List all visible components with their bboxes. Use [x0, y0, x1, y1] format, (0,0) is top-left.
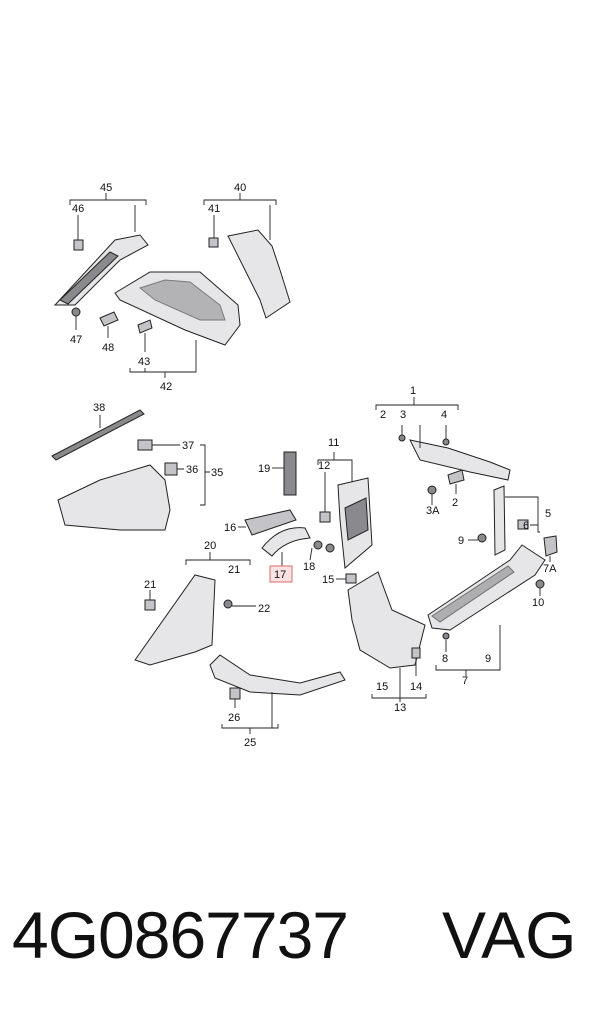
callout-19: 19 — [258, 463, 270, 475]
callout-7A: 7A — [543, 563, 557, 575]
c-pillar-trim-35 — [57, 464, 171, 531]
callout-36: 36 — [186, 464, 198, 476]
callout-46: 46 — [72, 203, 84, 215]
sill-front-trim-group: 26 25 — [209, 654, 346, 749]
callout-21b: 21 — [144, 579, 156, 591]
clip-12 — [319, 511, 331, 523]
kick-panel-group: 20 21 21 22 — [134, 540, 270, 666]
callout-13: 13 — [394, 702, 406, 714]
callout-38: 38 — [93, 402, 105, 414]
bracket-7A — [543, 535, 558, 557]
parts-diagram: 45 46 47 48 43 42 40 41 38 — [51, 182, 558, 749]
callout-3A: 3A — [426, 505, 440, 517]
a-pillar-lower-group: 1 2 3 4 2 3A — [375, 385, 511, 517]
screw-22 — [223, 599, 233, 609]
callout-1: 1 — [410, 385, 416, 397]
b-pillar-bottom-group: 15 14 15 13 — [322, 571, 427, 714]
callout-4: 4 — [441, 409, 447, 421]
a-pillar-trim-1 — [409, 439, 511, 481]
callout-17-highlight — [269, 565, 293, 583]
callout-43: 43 — [138, 356, 150, 368]
clip-36 — [164, 462, 178, 476]
seal-strip-group: 38 — [51, 402, 145, 461]
callout-21a: 21 — [228, 564, 240, 576]
clip-37 — [137, 439, 153, 451]
callout-40: 40 — [234, 182, 246, 194]
callout-45: 45 — [100, 182, 112, 194]
spring-19 — [283, 451, 297, 496]
c-pillar-trim-group: 37 36 35 — [57, 439, 223, 531]
brand-label: VAG — [442, 898, 577, 972]
callout-26: 26 — [228, 712, 240, 724]
footer: 4G0867737 VAG — [0, 890, 600, 980]
clip-41 — [208, 237, 219, 248]
callout-25: 25 — [244, 737, 256, 749]
clip-14 — [411, 647, 421, 659]
b-pillar-trim-40 — [227, 229, 291, 319]
grab-handle-17 — [261, 527, 311, 557]
b-pillar-lower-group: 11 12 — [317, 437, 373, 569]
callout-42: 42 — [160, 381, 172, 393]
screw-3A — [427, 485, 437, 495]
seal-strip-38 — [51, 409, 145, 461]
b-pillar-upper-group: 40 41 — [203, 182, 291, 319]
callout-6: 6 — [523, 520, 529, 532]
callout-16: 16 — [224, 522, 236, 534]
callout-8: 8 — [442, 653, 448, 665]
clip-15 — [345, 573, 357, 584]
callout-14: 14 — [410, 681, 422, 693]
callout-47: 47 — [70, 334, 82, 346]
callout-11: 11 — [328, 437, 339, 449]
clip-6 — [517, 519, 529, 530]
cap-18 — [325, 543, 335, 553]
trim-5 — [493, 485, 506, 556]
callout-22: 22 — [258, 603, 270, 615]
callout-15b: 15 — [376, 681, 388, 693]
a-pillar-trim-group: 45 46 47 48 — [53, 182, 149, 354]
screw-47 — [71, 307, 81, 317]
callout-41: 41 — [208, 203, 220, 215]
clip-21 — [144, 599, 156, 611]
callout-17: 17 — [274, 569, 286, 581]
b-pillar-panel — [344, 497, 369, 541]
callout-48: 48 — [102, 342, 114, 354]
sill-front-group: 5 6 7A 9 10 — [458, 485, 558, 609]
clip-46 — [73, 239, 84, 251]
clip-3 — [398, 434, 406, 442]
callout-9b: 9 — [485, 653, 491, 665]
screw-18 — [313, 540, 323, 550]
b-pillar-lower-13 — [347, 571, 426, 669]
cover-48 — [99, 311, 119, 327]
clip-2 — [447, 469, 465, 485]
callout-37: 37 — [182, 440, 194, 452]
headliner-group: 43 42 — [114, 271, 241, 393]
callout-20: 20 — [204, 540, 216, 552]
screw-9 — [477, 533, 487, 543]
sill-trim-25 — [209, 654, 346, 696]
bracket-16 — [244, 509, 297, 536]
callout-7: 7 — [462, 675, 468, 687]
a-pillar-strip — [59, 251, 119, 305]
clip-4 — [442, 438, 450, 446]
kick-panel-20 — [134, 574, 216, 666]
callout-5: 5 — [545, 508, 551, 520]
callout-9a: 9 — [458, 535, 464, 547]
callout-2b: 2 — [452, 497, 458, 509]
sill-trim-group: 8 9 7 — [427, 544, 546, 687]
headliner-frame — [138, 279, 226, 321]
callout-12: 12 — [318, 460, 330, 472]
callout-10: 10 — [532, 597, 544, 609]
callout-3: 3 — [400, 409, 406, 421]
sill-strip — [431, 565, 515, 623]
grab-handle-group: 19 16 17 18 — [224, 451, 335, 583]
callout-35: 35 — [211, 467, 223, 479]
callout-18: 18 — [303, 561, 315, 573]
part-number: 4G0867737 — [12, 898, 349, 972]
callout-15a: 15 — [322, 574, 334, 586]
callout-2: 2 — [380, 409, 386, 421]
screw-10 — [535, 579, 545, 589]
clip-8 — [442, 632, 450, 640]
clip-26 — [229, 687, 241, 700]
clip-43 — [137, 319, 153, 334]
